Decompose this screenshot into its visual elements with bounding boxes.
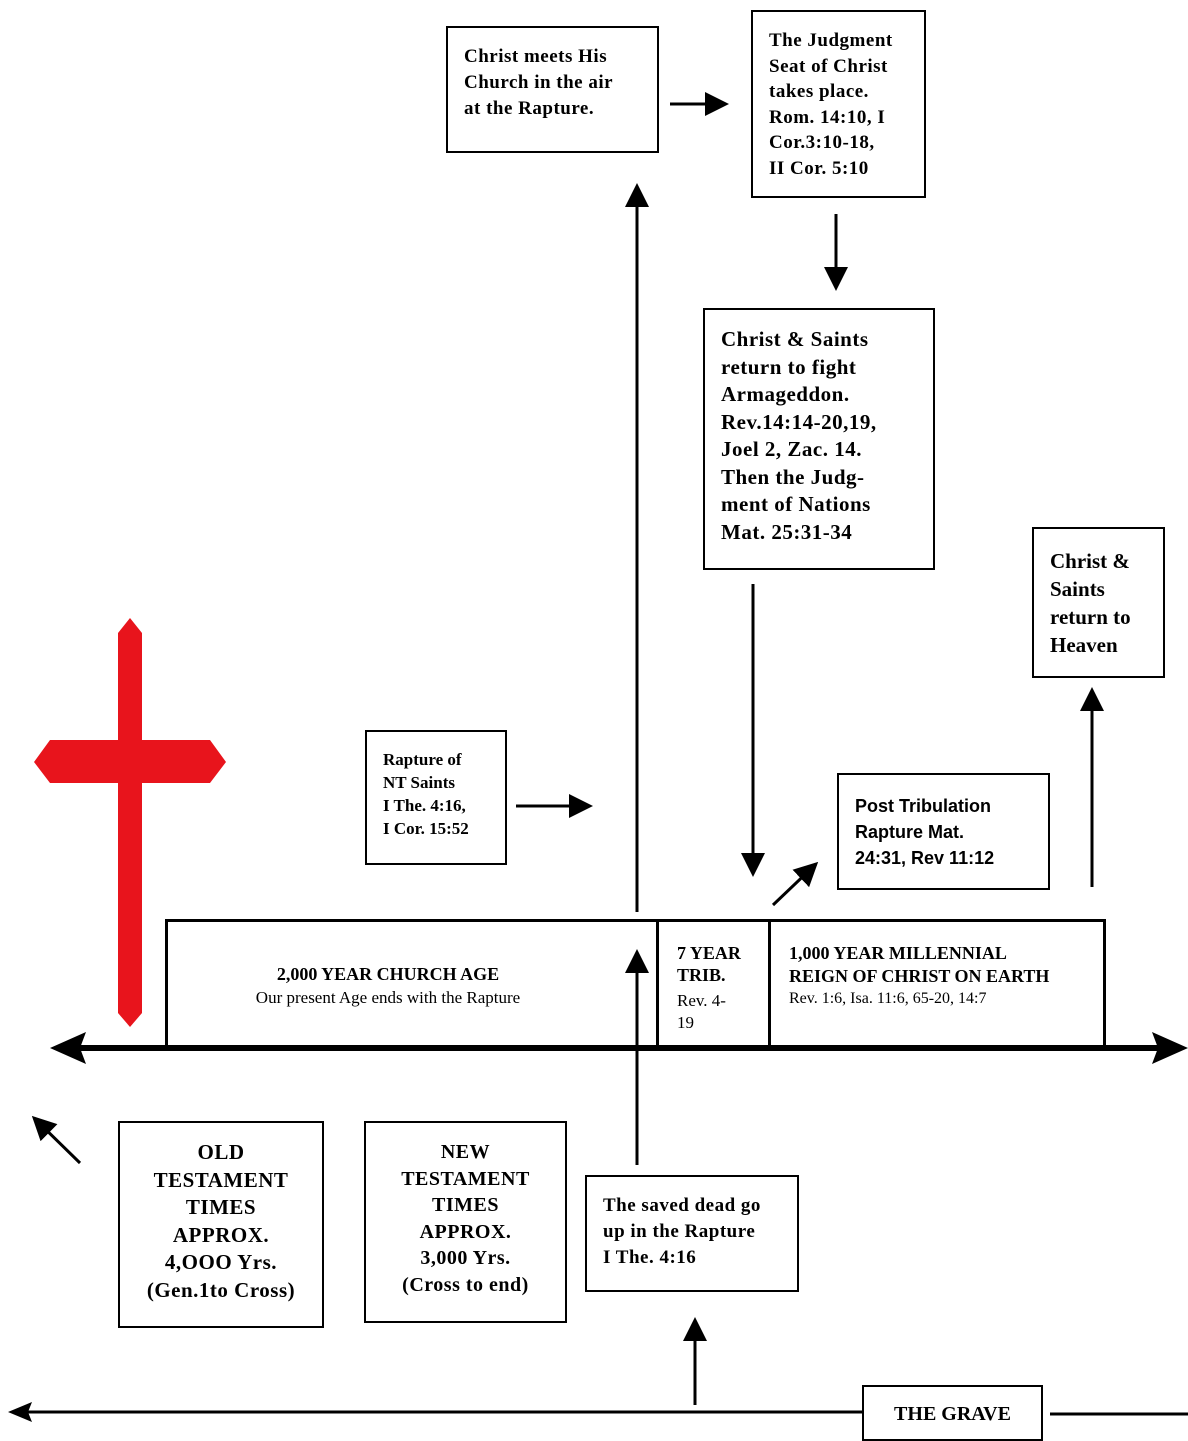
meets-church-text: Christ meets His Church in the air at th… bbox=[464, 46, 614, 119]
new-testament-box: NEW TESTAMENT TIMES APPROX. 3,000 Yrs. (… bbox=[364, 1121, 567, 1323]
cross-icon bbox=[34, 618, 226, 1027]
millennium-segment: 1,000 YEAR MILLENNIAL REIGN OF CHRIST ON… bbox=[768, 919, 1106, 1049]
judgment-seat-text: The Judgment Seat of Christ takes place.… bbox=[769, 30, 893, 179]
meets-church-box: Christ meets His Church in the air at th… bbox=[446, 26, 659, 153]
old-testament-box: OLD TESTAMENT TIMES APPROX. 4,OOO Yrs. (… bbox=[118, 1121, 324, 1328]
saved-dead-box: The saved dead go up in the Rapture I Th… bbox=[585, 1175, 799, 1292]
millennium-title: 1,000 YEAR MILLENNIAL REIGN OF CHRIST ON… bbox=[789, 943, 1050, 986]
armageddon-text: Christ & Saints return to fight Armagedd… bbox=[721, 327, 877, 544]
return-heaven-box: Christ & Saints return to Heaven bbox=[1032, 527, 1165, 678]
saved-dead-text: The saved dead go up in the Rapture I Th… bbox=[603, 1195, 761, 1268]
arrow-to-post-trib bbox=[771, 861, 819, 907]
armageddon-box: Christ & Saints return to fight Armagedd… bbox=[703, 308, 935, 570]
judgment-seat-box: The Judgment Seat of Christ takes place.… bbox=[751, 10, 926, 198]
cross-shape bbox=[34, 618, 226, 1027]
old-testament-text: OLD TESTAMENT TIMES APPROX. 4,OOO Yrs. (… bbox=[146, 1140, 296, 1302]
timeline-left-arrowhead bbox=[50, 1032, 86, 1064]
return-heaven-text: Christ & Saints return to Heaven bbox=[1050, 549, 1131, 657]
post-trib-text: Post Tribulation Rapture Mat. 24:31, Rev… bbox=[855, 796, 995, 868]
post-trib-box: Post Tribulation Rapture Mat. 24:31, Rev… bbox=[837, 773, 1050, 890]
grave-box: THE GRAVE bbox=[862, 1385, 1043, 1441]
grave-line-arrowhead bbox=[8, 1402, 32, 1422]
grave-text: THE GRAVE bbox=[894, 1403, 1011, 1425]
church-age-segment: 2,000 YEAR CHURCH AGE Our present Age en… bbox=[165, 919, 659, 1049]
tribulation-ref: Rev. 4- 19 bbox=[677, 991, 726, 1032]
tribulation-title: 7 YEAR TRIB. bbox=[677, 943, 741, 985]
arrow-diagonal-left bbox=[31, 1115, 82, 1165]
tribulation-segment: 7 YEAR TRIB. Rev. 4- 19 bbox=[656, 919, 771, 1049]
millennium-ref: Rev. 1:6, Isa. 11:6, 65-20, 14:7 bbox=[789, 990, 987, 1007]
rapture-nt-box: Rapture of NT Saints I The. 4:16, I Cor.… bbox=[365, 730, 507, 865]
timeline-right-arrowhead bbox=[1152, 1032, 1188, 1064]
church-age-title: 2,000 YEAR CHURCH AGE bbox=[276, 964, 500, 984]
church-age-subtitle: Our present Age ends with the Rapture bbox=[255, 988, 521, 1007]
new-testament-text: NEW TESTAMENT TIMES APPROX. 3,000 Yrs. (… bbox=[401, 1141, 530, 1296]
rapture-nt-text: Rapture of NT Saints I The. 4:16, I Cor.… bbox=[383, 750, 469, 838]
